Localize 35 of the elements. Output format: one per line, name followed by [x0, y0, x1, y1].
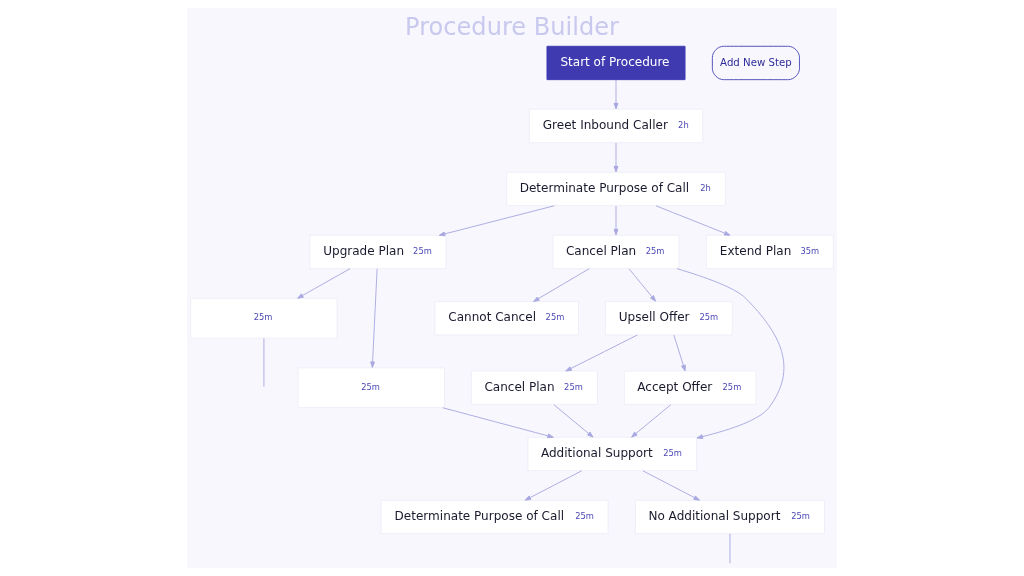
label: Add New Step [720, 56, 792, 68]
arrow [613, 205, 619, 236]
node-box: 25m [190, 297, 338, 339]
node-box: Upgrade Plan 25m [309, 234, 447, 270]
arrow [613, 142, 619, 173]
node-box: Start of Procedure [546, 45, 686, 81]
node-box: Determinate Purpose of Call 25m [380, 499, 609, 535]
arrow [297, 268, 351, 299]
node-box: Cancel Plan 25m [471, 370, 598, 405]
node-box: Extend Plan 35m [705, 234, 834, 270]
arrow [565, 334, 638, 372]
arrow [642, 470, 700, 501]
node-box: No Additional Support 25m [635, 499, 825, 535]
node-box: Greet Inbound Caller 2h [528, 108, 704, 144]
connector [263, 337, 265, 388]
node-box: 25m [297, 367, 446, 409]
arrow [553, 404, 594, 438]
arrow [655, 205, 731, 236]
arrow [370, 268, 378, 368]
node-box: Cancel Plan 25m [552, 234, 680, 270]
node-box: Upsell Offer 25m [604, 301, 733, 336]
arrow [673, 334, 686, 372]
arrow [533, 268, 590, 302]
arrow [631, 404, 672, 438]
node-box: Accept Offer 25m [623, 370, 757, 405]
arrow [438, 205, 555, 237]
connector [729, 533, 731, 564]
arrow [613, 79, 619, 110]
arrow [524, 470, 583, 501]
arrow [442, 407, 554, 439]
node-box: Cannot Cancel 25m [434, 301, 579, 336]
arrow [676, 268, 785, 439]
node-box: Determinate Purpose of Call 2h [506, 171, 726, 207]
node-box: Additional Support 25m [527, 436, 698, 472]
arrow [628, 268, 657, 302]
